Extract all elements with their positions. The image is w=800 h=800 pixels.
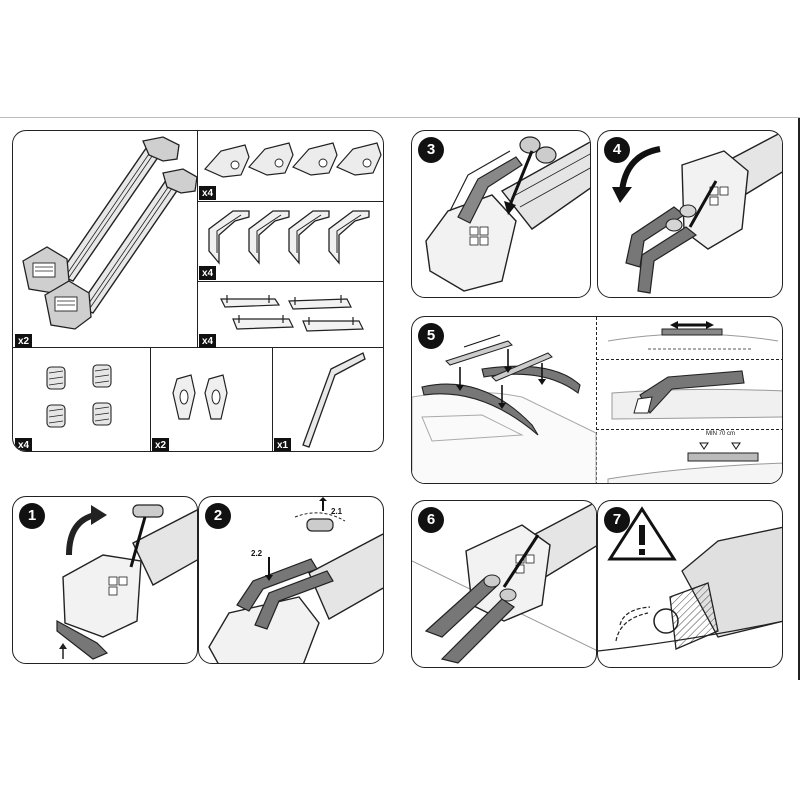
rotate-arrow-icon — [66, 512, 96, 556]
step-5-number: 5 — [418, 323, 444, 349]
step-7-panel: 7 — [597, 500, 783, 668]
rotate-arrow-icon — [619, 146, 661, 192]
warning-triangle-icon — [607, 506, 677, 561]
bolts-illustration — [46, 364, 112, 428]
bolts-quantity: x4 — [15, 438, 33, 451]
end-caps-illustration — [204, 142, 382, 178]
bars-quantity: x2 — [15, 334, 33, 348]
brackets-quantity: x4 — [199, 266, 217, 280]
min-distance-label: MIN 70 cm — [706, 431, 736, 437]
step-6-panel: 6 — [411, 500, 597, 668]
step-1-number: 1 — [19, 503, 45, 529]
step-6-number: 6 — [418, 507, 444, 533]
brackets-illustration — [208, 210, 370, 265]
step-2-number: 2 — [205, 503, 231, 529]
pads-quantity: x4 — [199, 334, 217, 348]
step-7-illustration — [598, 506, 782, 652]
step-6-illustration — [412, 501, 596, 664]
step-1-illustration — [56, 504, 197, 660]
parts-list-panel: x2 x4 x4 — [12, 130, 384, 452]
step-2-panel: 2.1 2.2 2 — [198, 496, 384, 664]
hex-key-illustration — [302, 352, 366, 448]
step-4-panel: 4 — [597, 130, 783, 298]
top-rule — [0, 117, 800, 118]
step-3-illustration — [425, 136, 590, 292]
keys-illustration — [172, 374, 228, 420]
sub-step-2-2-label: 2.2 — [251, 549, 263, 558]
step-3-panel: 3 — [411, 130, 591, 298]
right-edge-rule — [798, 118, 800, 680]
step-7-number: 7 — [604, 507, 630, 533]
hex-key-quantity: x1 — [274, 438, 292, 451]
step-3-number: 3 — [418, 137, 444, 163]
sub-step-2-1-label: 2.1 — [331, 507, 343, 516]
roof-bars-illustration — [22, 136, 197, 330]
end-caps-quantity: x4 — [199, 186, 217, 200]
step-1-panel: 1 — [12, 496, 198, 664]
step-5-illustration — [412, 321, 782, 483]
keys-quantity: x2 — [152, 438, 170, 451]
step-2-illustration — [208, 497, 383, 663]
rubber-pads-illustration — [220, 295, 364, 332]
step-4-illustration — [612, 131, 782, 294]
step-5-panel: MIN 70 cm 5 — [411, 316, 783, 484]
step-4-number: 4 — [604, 137, 630, 163]
